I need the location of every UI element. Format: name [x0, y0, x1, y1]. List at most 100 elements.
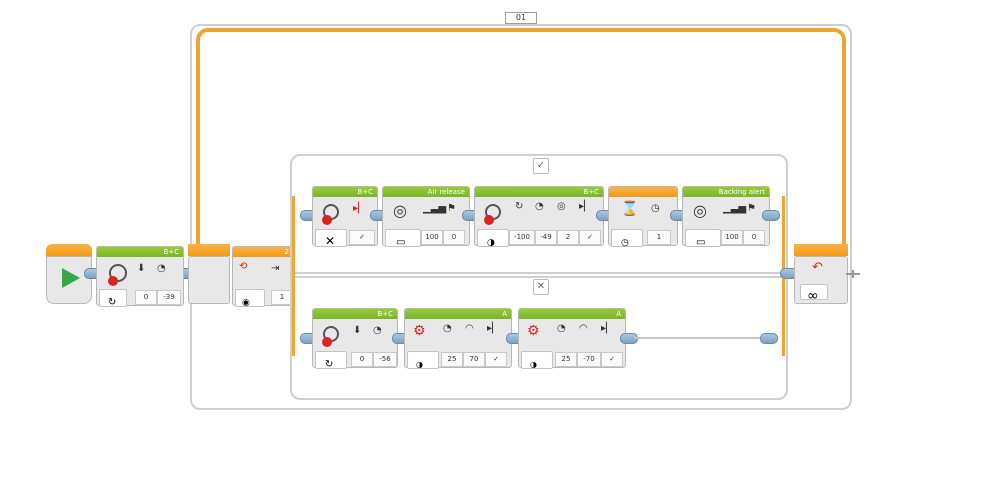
power-value[interactable]: 25: [441, 352, 463, 367]
steering-value[interactable]: -100: [509, 230, 535, 245]
move-steering-rotations-block[interactable]: B+C ↻ ◔ ◎ ▸▏ ◑ -100 -49 2 ✓: [474, 186, 604, 248]
loop-track: [196, 28, 846, 248]
time-mode-icon[interactable]: ◷: [611, 229, 643, 248]
time-value[interactable]: 1: [647, 230, 671, 245]
on-mode-icon[interactable]: ↻: [99, 289, 127, 308]
brake-value[interactable]: ✓: [485, 352, 507, 367]
mode-selector[interactable]: ◉: [235, 289, 265, 308]
move-steering-block[interactable]: B+C ⬇ ◔ ↻ 0 -56: [312, 308, 398, 370]
sound-file-label: Air release: [383, 187, 469, 197]
flag-icon: ⚑: [747, 203, 756, 214]
medium-motor-icon: ⚙: [527, 323, 540, 339]
loop-frame: [190, 24, 852, 410]
port-label: B+C: [313, 187, 377, 197]
wait-block[interactable]: ⌛ ◷ ◷ 1: [608, 186, 678, 248]
volume-icon: ▁▃▅: [723, 203, 747, 214]
down-arrow-icon: ⬇: [353, 325, 362, 336]
move-steering-block[interactable]: B+C ▸▏ ✕ ✓: [312, 186, 378, 248]
loop-end-block[interactable]: ↶ ∞: [794, 244, 848, 306]
brake-value[interactable]: ✓: [601, 352, 623, 367]
false-case-tab[interactable]: ✕: [533, 279, 549, 295]
port-label: B+C: [313, 309, 397, 319]
steering-wheel-icon: [322, 326, 339, 347]
degrees-value[interactable]: 70: [463, 352, 485, 367]
volume-value[interactable]: 100: [421, 230, 443, 245]
power-gauge-icon: ◔: [557, 323, 566, 334]
sound-block[interactable]: Air release ◎ ▁▃▅ ⚑ ▭ 100 0: [382, 186, 470, 248]
off-mode-icon[interactable]: ✕: [315, 229, 347, 248]
stop-icon: ▸▏: [353, 203, 366, 214]
steering-value[interactable]: 0: [135, 290, 157, 305]
degrees-icon: ◠: [465, 323, 474, 334]
brake-icon: ▸▏: [601, 323, 614, 334]
power-gauge-icon: ◔: [443, 323, 452, 334]
brake-value[interactable]: ✓: [579, 230, 601, 245]
power-gauge-icon: ◔: [373, 325, 382, 336]
rotations-mode-icon[interactable]: ◑: [477, 229, 509, 248]
loop-end-head: [794, 244, 848, 256]
play-type-value[interactable]: 0: [743, 230, 765, 245]
play-file-icon[interactable]: ▭: [385, 229, 421, 248]
switch-body: [188, 256, 230, 304]
down-arrow-icon: ⬇: [137, 263, 146, 274]
case-divider: [292, 272, 786, 278]
play-type-value[interactable]: 0: [443, 230, 465, 245]
loop-back-icon: ↶: [812, 260, 823, 275]
wait-head: [609, 187, 677, 197]
switch-sensor-block[interactable]: 2 ⟲ ⇥ ◉ 1: [232, 246, 294, 308]
rotations-value[interactable]: 2: [557, 230, 579, 245]
brake-icon: ▸▏: [487, 323, 500, 334]
timer-icon: ◷: [651, 203, 660, 214]
loop-mode-selector[interactable]: ∞: [800, 284, 828, 303]
sequence-wire: [634, 337, 760, 339]
rotate-icon: ↻: [515, 201, 524, 212]
medium-motor-icon: ⚙: [413, 323, 426, 339]
port-label: B+C: [475, 187, 603, 197]
sound-file-label: Backing alert: [683, 187, 769, 197]
steering-value[interactable]: 0: [351, 352, 373, 367]
color-sensor-icon: ⟲: [239, 261, 248, 272]
infinity-icon: ∞: [807, 288, 819, 304]
medium-motor-block[interactable]: A ⚙ ◔ ◠ ▸▏ ◑ 25 70 ✓: [404, 308, 512, 369]
play-file-icon[interactable]: ▭: [685, 229, 721, 248]
port-label: 2: [233, 247, 293, 257]
switch-entry: [188, 244, 230, 306]
medium-motor-block[interactable]: A ⚙ ◔ ◠ ▸▏ ◑ 25 -70 ✓: [518, 308, 626, 369]
brake-check[interactable]: ✓: [349, 230, 375, 245]
rotations-icon: ◎: [557, 201, 566, 212]
brake-icon: ▸▏: [579, 201, 592, 212]
port-label: B+C: [97, 247, 183, 257]
start-block[interactable]: [46, 244, 92, 306]
sound-block[interactable]: Backing alert ◎ ▁▃▅ ⚑ ▭ 100 0: [682, 186, 770, 248]
loop-exit-connector[interactable]: [846, 270, 860, 278]
power-gauge-icon: ◔: [157, 263, 166, 274]
speaker-icon: ◎: [393, 201, 407, 220]
steering-wheel-icon: [484, 204, 501, 225]
move-steering-block[interactable]: B+C ⬇ ◔ ↻ 0 -39: [96, 246, 184, 308]
power-value[interactable]: -39: [157, 290, 181, 305]
sequence-plug[interactable]: [760, 333, 778, 344]
flag-icon: ⚑: [447, 203, 456, 214]
degrees-value[interactable]: -70: [577, 352, 601, 367]
sequence-plug[interactable]: [762, 210, 780, 221]
power-value[interactable]: 25: [555, 352, 577, 367]
steering-wheel-icon: [322, 204, 339, 225]
port-label: A: [405, 309, 511, 319]
power-value[interactable]: -56: [373, 352, 397, 367]
case-left-rail: [292, 196, 295, 356]
volume-icon: ▁▃▅: [423, 203, 447, 214]
degrees-mode-icon[interactable]: ◑: [407, 351, 439, 369]
volume-value[interactable]: 100: [721, 230, 743, 245]
degrees-mode-icon[interactable]: ◑: [521, 351, 553, 369]
loop-counter: 01: [505, 12, 537, 24]
play-triangle-icon[interactable]: [60, 266, 82, 290]
speaker-icon: ◎: [693, 201, 707, 220]
power-gauge-icon: ◔: [535, 201, 544, 212]
true-case-tab[interactable]: ✓: [533, 158, 549, 174]
switch-head: [188, 244, 230, 256]
start-block-top: [46, 244, 92, 256]
degrees-icon: ◠: [579, 323, 588, 334]
power-value[interactable]: -49: [535, 230, 557, 245]
on-mode-icon[interactable]: ↻: [315, 351, 347, 370]
port-label: A: [519, 309, 625, 319]
